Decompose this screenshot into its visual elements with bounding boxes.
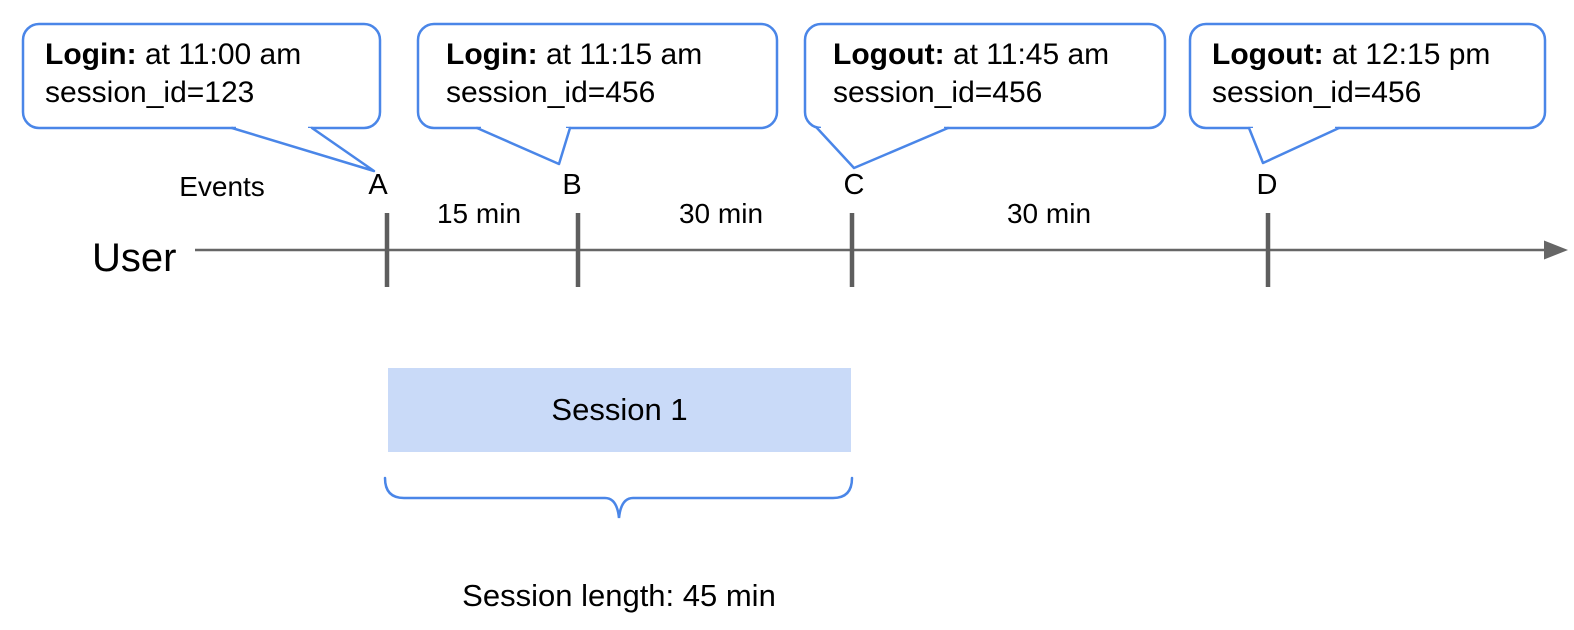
callout-d-session-id: session_id=456 bbox=[1212, 76, 1422, 109]
interval-label-cd: 30 min bbox=[1006, 198, 1092, 229]
event-marker-b: B bbox=[562, 169, 582, 201]
callout-a-time: at 11:00 am bbox=[144, 38, 302, 71]
callout-b-line1: Login: at 11:15 am bbox=[446, 36, 702, 74]
callout-d-event-type: Logout: bbox=[1212, 38, 1324, 71]
callout-c-event-type: Logout: bbox=[833, 38, 945, 71]
event-marker-d: D bbox=[1256, 169, 1278, 201]
callout-bubble-d bbox=[1188, 22, 1547, 165]
interval-label-bc: 30 min bbox=[678, 198, 764, 229]
event-marker-c: C bbox=[843, 169, 865, 201]
callout-b-event-type: Login: bbox=[446, 38, 538, 71]
callout-bubble-b-box bbox=[416, 22, 779, 130]
callout-bubble-b bbox=[416, 22, 779, 166]
callout-a-event-type: Login: bbox=[45, 38, 137, 71]
timeline-arrowhead-icon bbox=[1544, 240, 1568, 260]
callout-c-time: at 11:45 am bbox=[952, 38, 1110, 71]
callout-bubble-a bbox=[21, 22, 382, 173]
callout-text-b: Login: at 11:15 am session_id=456 bbox=[446, 36, 702, 112]
callout-d-time: at 12:15 pm bbox=[1331, 38, 1491, 71]
callout-bubble-a-box bbox=[21, 22, 382, 130]
user-label: User bbox=[92, 236, 177, 280]
callout-a-session-id: session_id=123 bbox=[45, 76, 255, 109]
callout-bubble-c bbox=[803, 22, 1167, 170]
session-label: Session 1 bbox=[551, 392, 688, 427]
callout-c-line1: Logout: at 11:45 am bbox=[833, 36, 1109, 74]
callout-b-time: at 11:15 am bbox=[545, 38, 703, 71]
timeline-axis bbox=[195, 213, 1568, 287]
callout-text-d: Logout: at 12:15 pm session_id=456 bbox=[1212, 36, 1490, 112]
callout-bubble-d-box bbox=[1188, 22, 1547, 130]
events-label: Events bbox=[179, 171, 265, 202]
callout-bubble-a-tail bbox=[230, 126, 376, 173]
session-length-label: Session length: 45 min bbox=[462, 578, 776, 613]
callout-a-line1: Login: at 11:00 am bbox=[45, 36, 301, 74]
session-brace bbox=[383, 476, 854, 519]
callout-text-a: Login: at 11:00 am session_id=123 bbox=[45, 36, 301, 112]
session-box-label-wrap: Session 1 bbox=[388, 368, 851, 452]
event-marker-a: A bbox=[368, 169, 388, 201]
callout-bubble-c-tail bbox=[815, 126, 950, 170]
callout-c-session-id: session_id=456 bbox=[833, 76, 1043, 109]
callout-text-c: Logout: at 11:45 am session_id=456 bbox=[833, 36, 1109, 112]
callout-d-line1: Logout: at 12:15 pm bbox=[1212, 36, 1490, 74]
callout-bubble-c-box bbox=[803, 22, 1167, 130]
session-box bbox=[388, 368, 851, 452]
callout-bubble-b-tail bbox=[475, 126, 572, 166]
callout-bubble-d-tail bbox=[1247, 126, 1341, 165]
callout-b-session-id: session_id=456 bbox=[446, 76, 656, 109]
interval-label-ab: 15 min bbox=[436, 198, 522, 229]
